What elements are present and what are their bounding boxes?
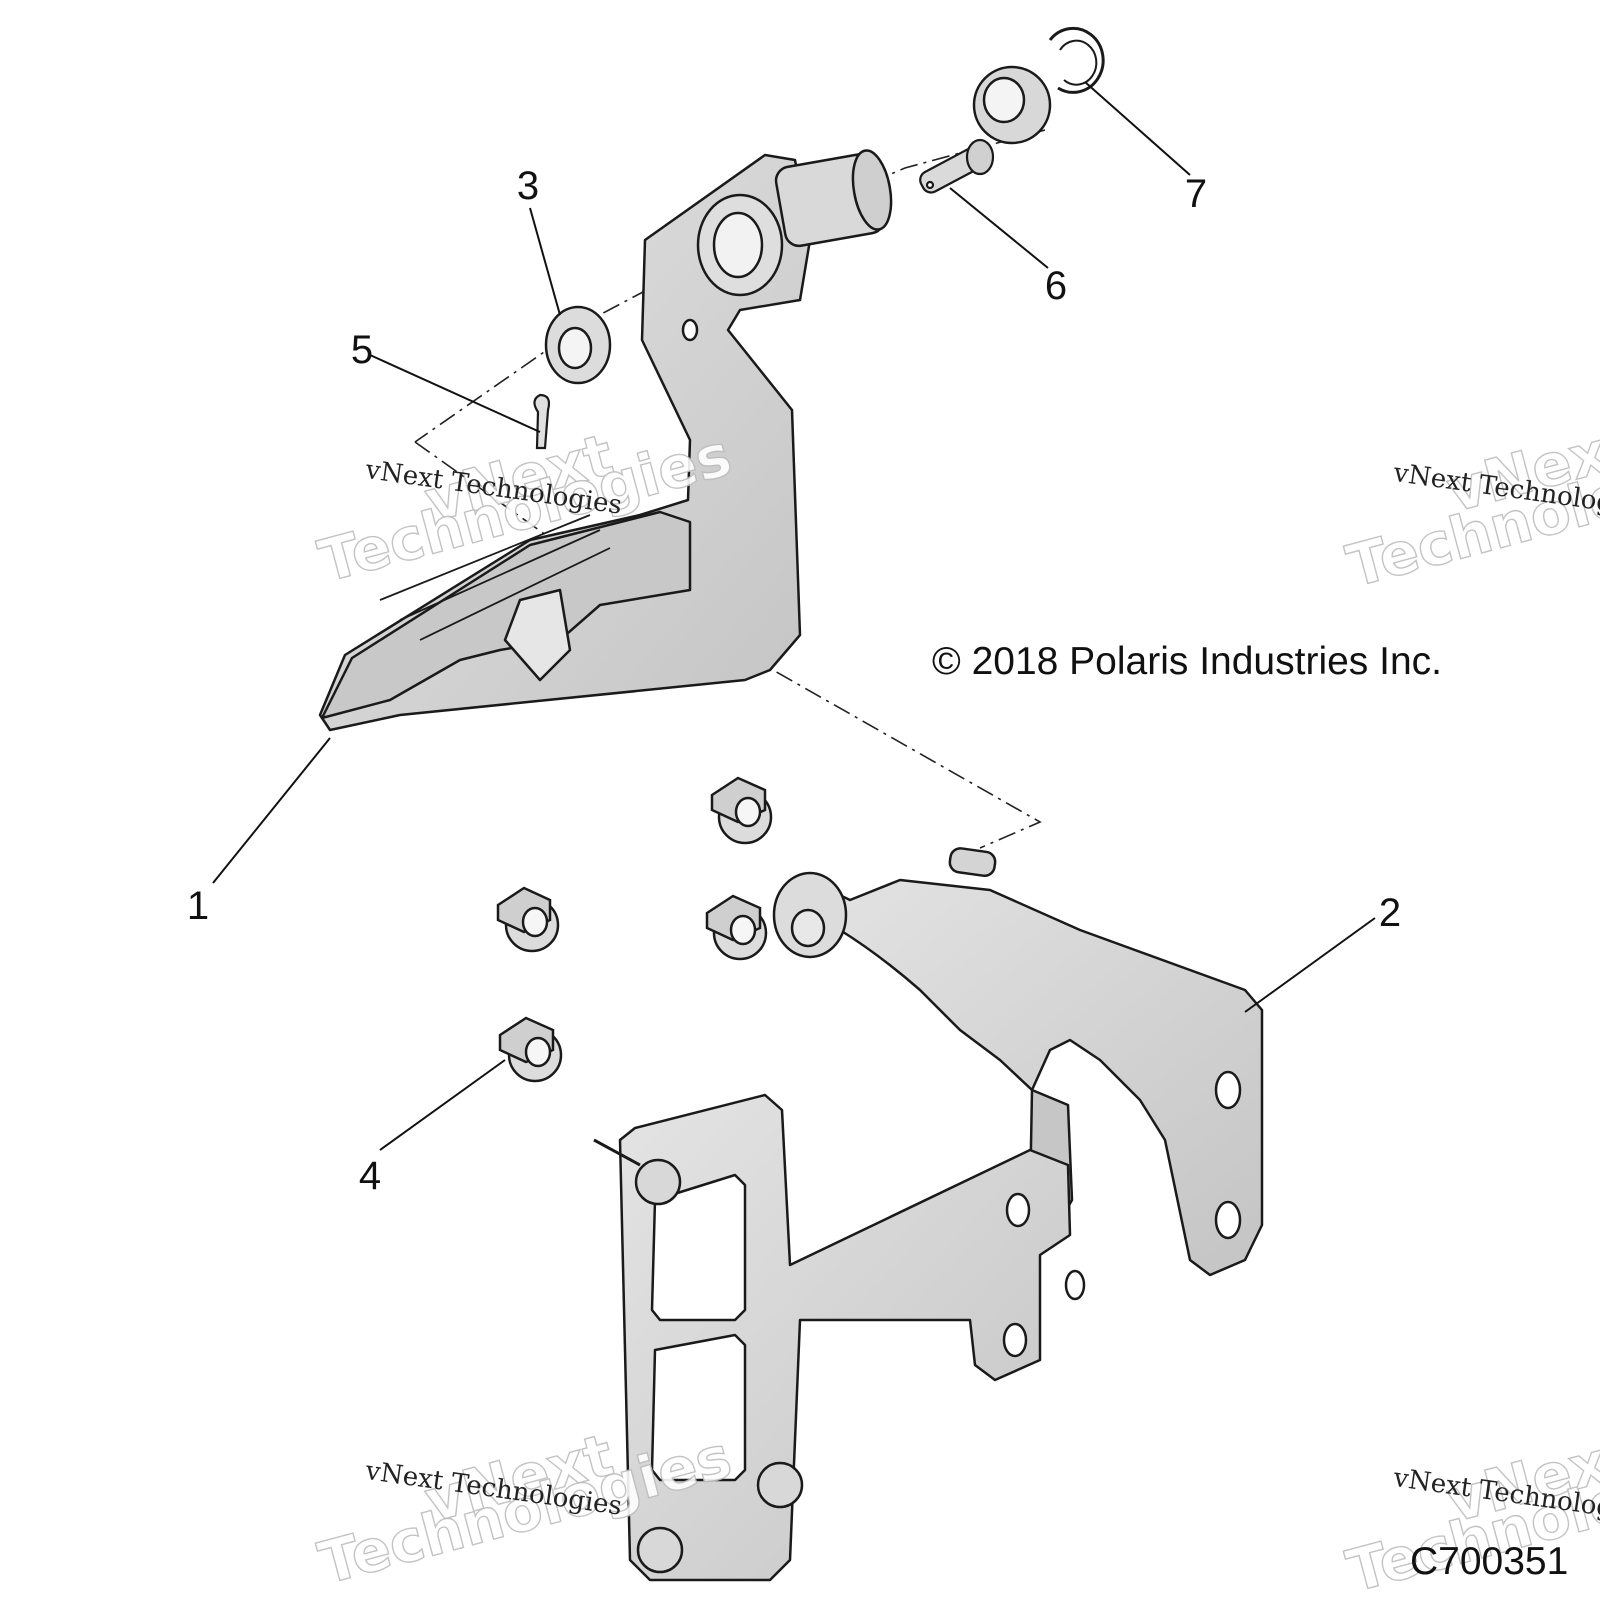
leader-2	[1244, 917, 1376, 1013]
part-3-bushing	[544, 305, 612, 385]
bracket-window-upper	[650, 1173, 747, 1322]
flange-nut	[498, 1016, 563, 1083]
bracket-stud-shaft	[593, 1138, 641, 1167]
leader-7	[1084, 81, 1191, 176]
callout-7: 7	[1184, 172, 1208, 216]
e-clip-ring	[1048, 26, 1105, 94]
pedal-pad-top	[320, 510, 692, 720]
flange-nut	[705, 894, 768, 961]
bracket-stud	[756, 1461, 804, 1509]
bracket-hole	[1214, 1200, 1242, 1240]
leader-3	[529, 207, 561, 316]
pivot-tube-end	[851, 149, 893, 231]
part-1-brake-pedal	[318, 149, 893, 732]
callout-3: 3	[516, 164, 540, 208]
pedal-pad-ridges	[379, 514, 611, 641]
ridge	[379, 514, 591, 601]
copyright-notice: © 2018 Polaris Industries Inc.	[932, 640, 1442, 683]
ridge	[399, 529, 601, 621]
nut-bore	[524, 1036, 552, 1068]
nut-bore	[521, 906, 549, 938]
cotter-pin-body	[533, 393, 551, 450]
bracket-hole	[1064, 1269, 1086, 1301]
leader-6	[949, 187, 1049, 269]
leader-4	[379, 1059, 506, 1151]
callout-4: 4	[358, 1154, 382, 1198]
bracket-hole	[1214, 1070, 1242, 1110]
clevis-pin-head	[965, 138, 995, 176]
e-clip-inner	[1059, 39, 1098, 86]
bracket-stud	[634, 1158, 682, 1206]
pedal-pad-notch	[503, 588, 572, 682]
leader-lines	[212, 81, 1376, 1151]
clevis-hole	[681, 318, 699, 342]
pivot-boss-bore	[712, 211, 764, 279]
bracket-window-lower	[650, 1333, 747, 1482]
bushing-bore	[557, 326, 593, 370]
bracket-pivot-stud	[790, 908, 826, 948]
flange-nut	[710, 776, 773, 845]
nut-bore	[729, 914, 757, 946]
clevis-pin-crosshole	[925, 180, 935, 190]
part-2-mounting-bracket	[593, 847, 1264, 1582]
ridge	[419, 547, 611, 641]
nut-bore	[734, 796, 762, 828]
callout-6: 6	[1044, 264, 1068, 308]
part-5-cotter-pin	[533, 393, 551, 450]
bracket-stud	[636, 1526, 684, 1574]
part-6-clevis-pin	[919, 138, 995, 194]
leader-5	[369, 354, 541, 433]
pin-bushing	[972, 65, 1052, 145]
bracket-hole	[1005, 1192, 1031, 1228]
callout-1: 1	[186, 884, 210, 928]
figure-id: C700351	[1410, 1540, 1569, 1583]
callout-5: 5	[350, 328, 374, 372]
part-7-e-clip	[1048, 26, 1105, 94]
part-4-flange-nuts	[496, 776, 773, 1083]
bracket-hole	[1002, 1322, 1028, 1358]
bracket-base-plate	[618, 1093, 1072, 1582]
callout-2: 2	[1378, 891, 1402, 935]
pin-bushing-bore	[982, 76, 1026, 124]
leader-1	[212, 737, 331, 884]
bracket-pivot-pin	[948, 847, 997, 878]
flange-nut	[496, 886, 560, 953]
